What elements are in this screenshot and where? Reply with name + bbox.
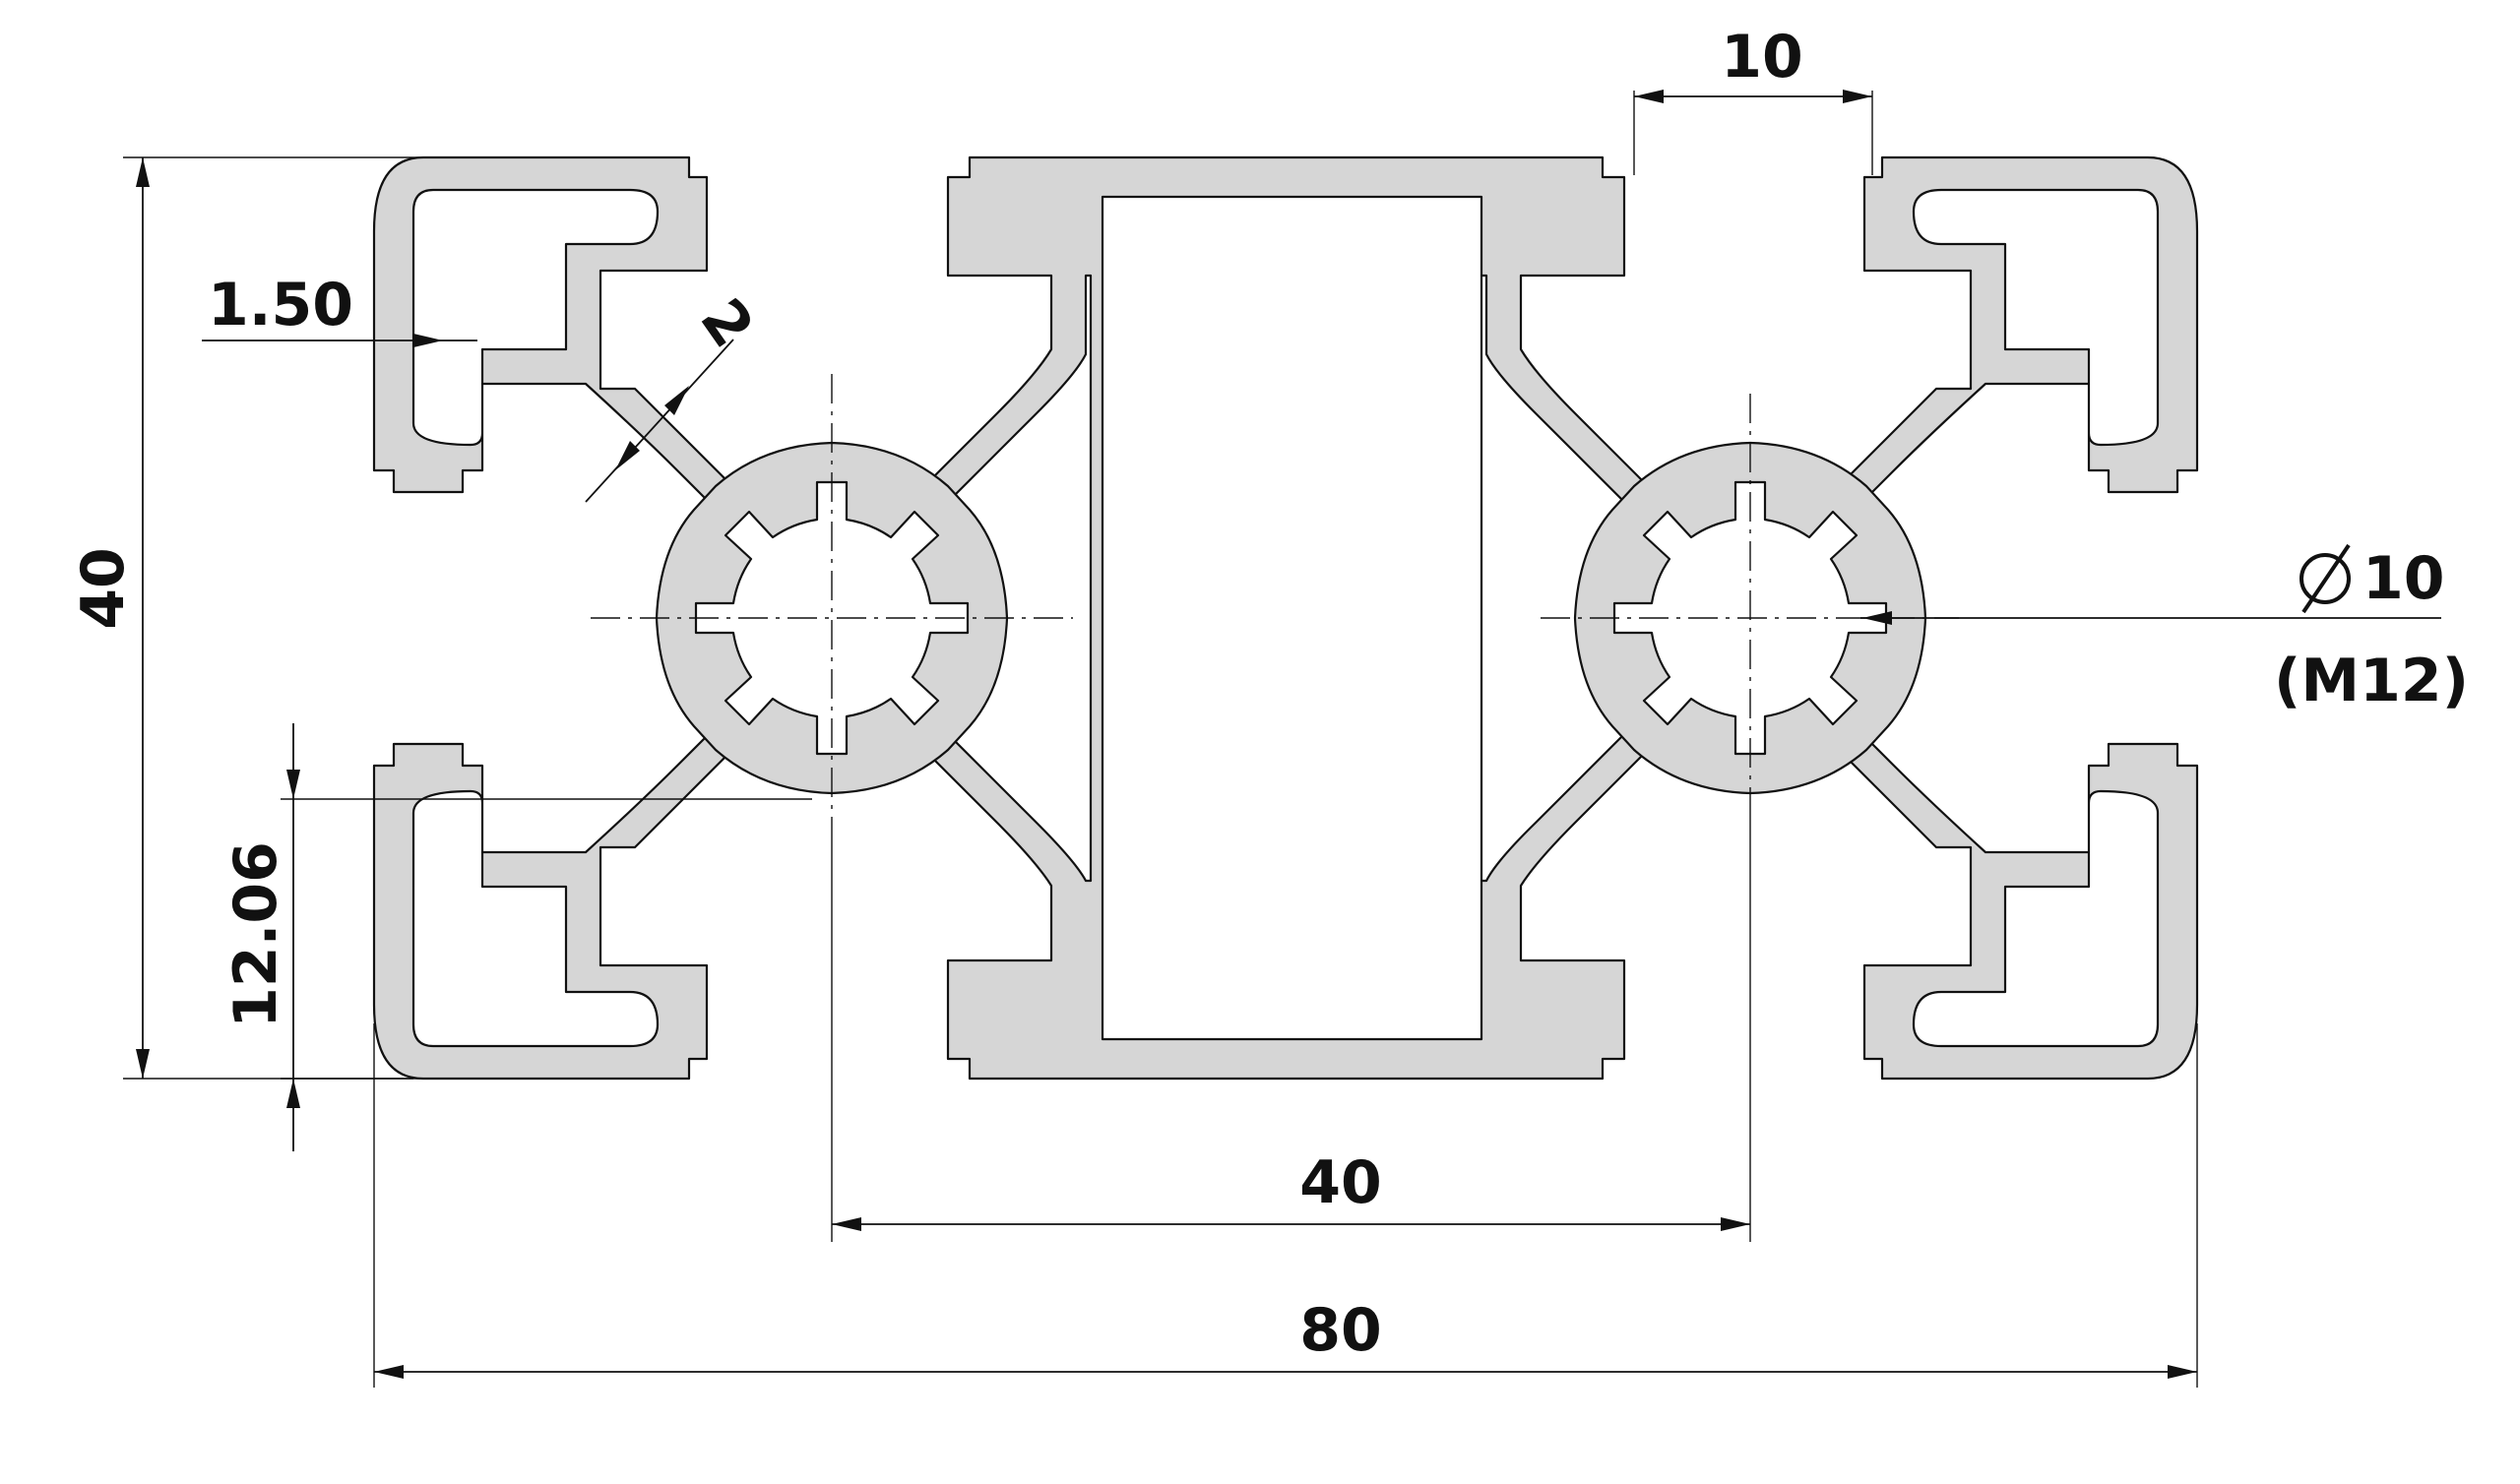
dim-width: 80	[373, 1023, 2198, 1388]
dim-center-distance: 40	[831, 817, 1751, 1242]
dim-label-center-distance: 40	[1299, 1148, 1382, 1217]
arrowhead	[1634, 90, 1664, 103]
dim-slot-width: 10	[1633, 23, 1873, 175]
corner-slot-bottom-right	[1821, 722, 2199, 1081]
arrowhead	[413, 334, 443, 347]
arrowhead	[286, 1079, 300, 1108]
dim-height: 40	[69, 156, 423, 1080]
dim-label-width: 80	[1299, 1296, 1382, 1365]
dim-line	[585, 339, 734, 503]
arrowhead	[832, 1217, 861, 1231]
arrowhead	[2168, 1365, 2197, 1379]
arrowhead	[664, 386, 689, 415]
corner-slot-top-right	[1821, 155, 2199, 514]
dim-label-web-thickness: 2	[687, 286, 767, 359]
arrowhead	[1862, 611, 1892, 625]
dim-label-wall-thickness: 1.50	[208, 271, 353, 340]
dim-label-thread: (M12)	[2274, 647, 2469, 715]
dim-label-height: 40	[69, 547, 138, 630]
arrowhead	[1721, 1217, 1750, 1231]
dim-wall-thickness: 1.50	[202, 271, 477, 347]
dim-label-slot-depth: 12.06	[221, 841, 290, 1028]
corner-slot-bottom-left	[372, 722, 750, 1081]
dim-label-slot-width: 10	[1721, 23, 1803, 92]
central-chamber	[916, 155, 1656, 1081]
arrowhead	[1843, 90, 1872, 103]
dim-slot-depth: 12.06	[221, 723, 812, 1151]
arrowhead	[136, 1049, 150, 1079]
arrowhead	[615, 441, 640, 470]
aluminum-profile	[372, 155, 2199, 1081]
diameter-icon	[2300, 543, 2351, 614]
center-lines	[591, 374, 1959, 817]
corner-slot-top-left	[372, 155, 750, 514]
arrowhead	[286, 770, 300, 799]
dim-bore-diameter: 10 (M12)	[1860, 543, 2469, 715]
dim-label-bore-diameter: 10	[2362, 544, 2445, 613]
arrowhead	[374, 1365, 404, 1379]
arrowhead	[136, 157, 150, 187]
